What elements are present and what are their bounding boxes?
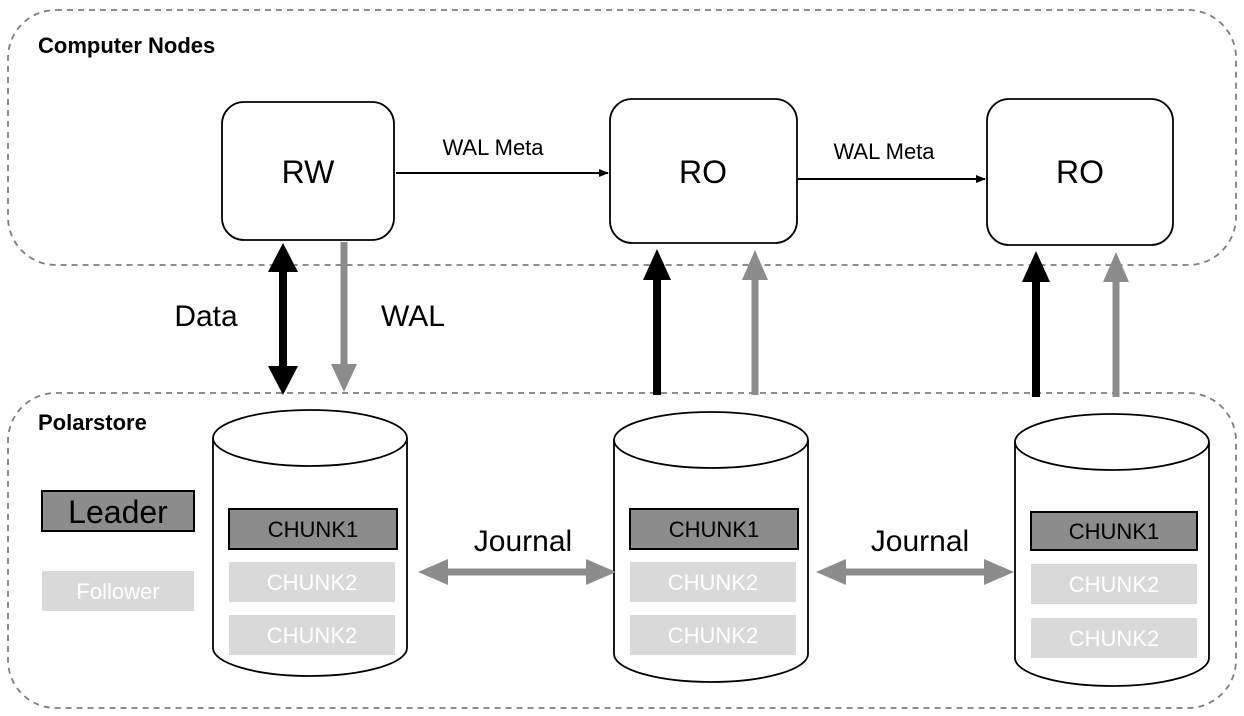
legend-follower-label: Follower: [76, 579, 159, 604]
store-2-chunk-3-label: CHUNK2: [668, 623, 758, 648]
polarstore-node-2: CHUNK1 CHUNK2 CHUNK2: [613, 411, 809, 683]
store-2-chunk-follower-1: [630, 562, 796, 602]
data-up-arrow-2: [1022, 251, 1050, 397]
store-1-chunk-follower-1: [229, 562, 395, 602]
compute-group: [7, 9, 1237, 266]
legend-follower-swatch: [42, 571, 194, 611]
rw-node: RW: [221, 101, 395, 241]
store-1-chunk-1-label: CHUNK1: [268, 517, 358, 542]
data-arrow: [268, 243, 298, 395]
store-2-chunk-follower-2: [630, 615, 796, 655]
legend-leader-label: Leader: [68, 494, 168, 530]
wal-meta-label-2: WAL Meta: [833, 139, 935, 164]
ro-node-1-label: RO: [679, 154, 727, 190]
wal-arrow: [331, 242, 357, 392]
data-up-arrow-1: [643, 249, 671, 395]
journal-label-1: Journal: [474, 525, 572, 558]
legend-leader-swatch: [41, 490, 195, 532]
wal-label: WAL: [381, 300, 445, 333]
polarstore-node-3: CHUNK1 CHUNK2 CHUNK2: [1014, 413, 1210, 687]
legend: Leader Follower: [41, 490, 195, 611]
data-label: Data: [174, 300, 238, 333]
store-1-chunk-2-label: CHUNK2: [267, 570, 357, 595]
store-1-chunk-leader: [228, 508, 398, 550]
store-2-chunk-leader: [629, 508, 799, 550]
store-2-chunk-1-label: CHUNK1: [669, 517, 759, 542]
ro-node-1: RO: [609, 98, 798, 244]
wal-up-arrow-1: [742, 250, 768, 395]
store-3-chunk-3-label: CHUNK2: [1069, 626, 1159, 651]
polarstore-node-1: CHUNK1 CHUNK2 CHUNK2: [212, 409, 408, 677]
store-1-chunk-3-label: CHUNK2: [267, 623, 357, 648]
store-3-chunk-follower-2: [1031, 618, 1197, 658]
journal-label-2: Journal: [871, 525, 969, 558]
store-3-chunk-follower-1: [1031, 564, 1197, 604]
rw-node-label: RW: [282, 154, 336, 190]
storage-group: [7, 392, 1237, 709]
ro-node-2-label: RO: [1056, 154, 1104, 190]
wal-up-arrow-2: [1103, 252, 1129, 397]
store-3-chunk-2-label: CHUNK2: [1069, 572, 1159, 597]
storage-group-title: Polarstore: [38, 410, 147, 435]
journal-arrow-1: [418, 559, 616, 585]
wal-meta-label-1: WAL Meta: [442, 135, 544, 160]
journal-arrow-2: [816, 559, 1014, 585]
ro-node-2: RO: [986, 98, 1174, 246]
compute-group-title: Computer Nodes: [38, 33, 215, 58]
store-2-chunk-2-label: CHUNK2: [668, 570, 758, 595]
store-3-chunk-1-label: CHUNK1: [1069, 519, 1159, 544]
store-3-chunk-leader: [1030, 511, 1198, 551]
store-1-chunk-follower-2: [229, 615, 395, 655]
